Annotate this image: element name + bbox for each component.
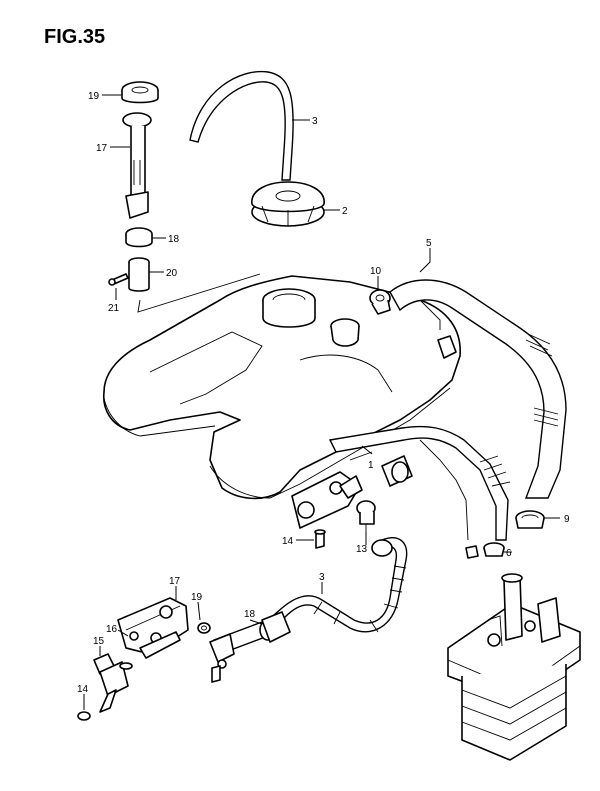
filler-grommet <box>125 227 153 248</box>
sleeve-screw <box>108 273 129 286</box>
hose-clip-upper <box>369 289 391 315</box>
hose-clamp-9 <box>515 510 545 529</box>
callout-17-lower: 17 <box>169 576 181 587</box>
callout-21: 21 <box>108 303 120 314</box>
injector-bracket-16 <box>139 631 235 669</box>
fuel-pump-assembly <box>447 573 581 761</box>
callout-9: 9 <box>564 514 570 525</box>
callout-1: 1 <box>368 460 374 471</box>
o-ring-19 <box>197 622 211 634</box>
breather-hose <box>389 279 567 499</box>
callout-14-lower: 14 <box>77 684 89 695</box>
bolt-14-upper <box>314 529 326 549</box>
quick-connector-1 <box>381 455 413 487</box>
callout-20: 20 <box>166 268 178 279</box>
callout-labels: 19 17 3 2 18 5 20 10 21 1 9 14 13 6 3 17… <box>77 91 570 695</box>
callout-3-top: 3 <box>312 116 318 127</box>
callout-5: 5 <box>426 238 432 249</box>
fuel-injector-15 <box>93 653 133 713</box>
fuel-hose-lower <box>265 537 408 633</box>
callout-14-upper: 14 <box>282 536 294 547</box>
o-ring-14-lower <box>77 711 91 721</box>
callout-18-top: 18 <box>168 234 180 245</box>
fuel-tank <box>103 273 461 500</box>
callout-15: 15 <box>93 636 105 647</box>
fuel-feed-hose <box>328 425 511 541</box>
callout-6: 6 <box>506 548 512 559</box>
leader-lines <box>83 94 560 710</box>
callout-3-lower: 3 <box>319 572 325 583</box>
filler-sleeve <box>128 257 150 292</box>
callout-10: 10 <box>370 266 382 277</box>
callout-18-lower: 18 <box>244 609 256 620</box>
filler-pipe <box>122 112 152 219</box>
callout-2: 2 <box>342 206 348 217</box>
vent-hose-upper <box>189 70 294 181</box>
callout-19-lower: 19 <box>191 592 203 603</box>
figure-title: FIG.35 <box>44 26 106 48</box>
sensor-13 <box>356 500 376 532</box>
fuel-cap <box>251 181 325 227</box>
hose-clamp-6 <box>465 542 505 559</box>
filler-ring <box>121 81 159 104</box>
callout-19-top: 19 <box>88 91 100 102</box>
pump-bracket <box>291 451 373 529</box>
screw-lower <box>211 665 221 683</box>
callout-16: 16 <box>106 624 118 635</box>
callout-17-top: 17 <box>96 143 108 154</box>
callout-13: 13 <box>356 544 368 555</box>
